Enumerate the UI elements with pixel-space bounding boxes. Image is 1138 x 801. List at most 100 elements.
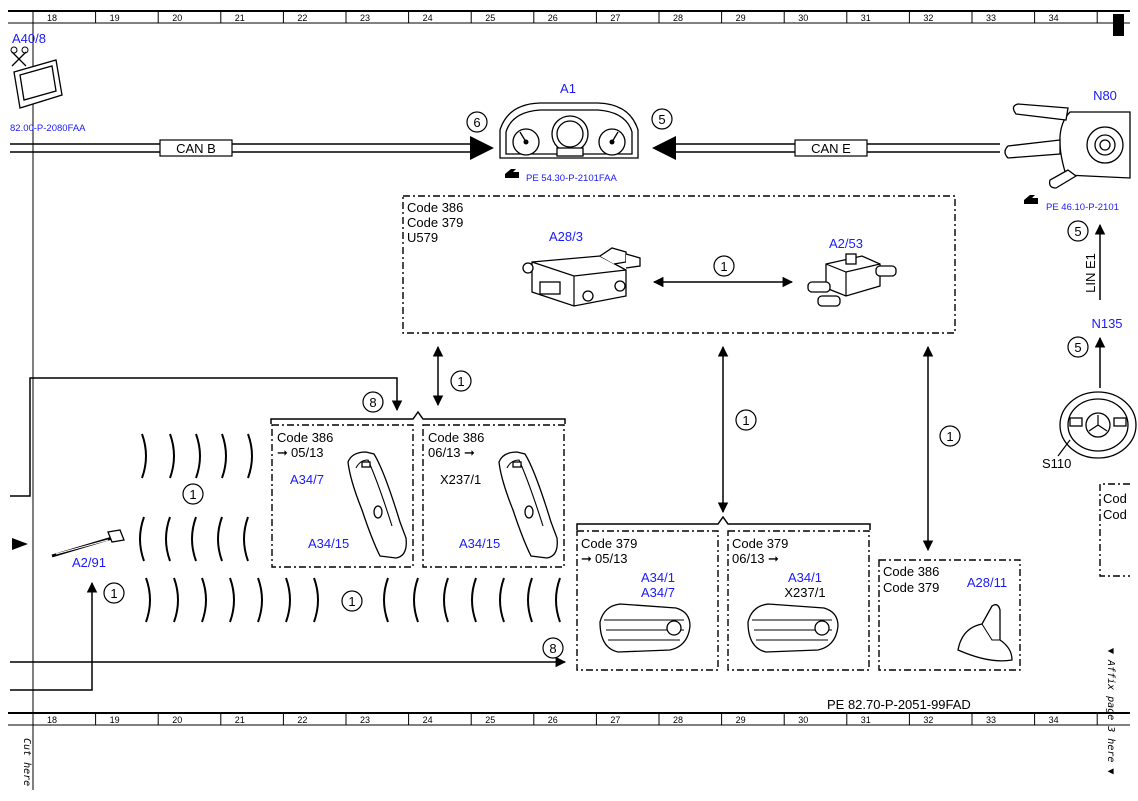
key-fob-icon <box>498 451 558 559</box>
svg-text:5: 5 <box>1074 224 1081 239</box>
svg-text:Code 386: Code 386 <box>883 564 939 579</box>
document-reference: PE 82.70-P-2051-99FAD <box>827 697 971 712</box>
radio-wave-arc <box>257 577 263 623</box>
bracket-386 <box>270 410 566 424</box>
ruler-number: 28 <box>673 13 683 23</box>
a28-3-a2-53-link: 1 <box>652 255 794 288</box>
marker-6: 6 <box>466 111 488 133</box>
group-code386-379-u579: Code 386 Code 379 U579 A28/3 A2/53 <box>402 195 956 334</box>
ruler-number: 33 <box>986 715 996 725</box>
s110-steering-wheel: S110 <box>1042 391 1137 471</box>
cut-here-label: Cut here <box>21 738 32 786</box>
ruler-number: 19 <box>110 715 120 725</box>
ruler-number: 29 <box>736 715 746 725</box>
lin-e1-connection: 5 LIN E1 <box>1067 220 1106 300</box>
svg-text:Cod: Cod <box>1103 491 1127 506</box>
arrow-glyph: ➞ <box>464 445 475 460</box>
radio-wave-arc <box>173 577 179 623</box>
ruler-number: 18 <box>47 13 57 23</box>
radio-wave-arc <box>527 577 533 623</box>
radio-wave-arc <box>217 516 223 562</box>
a1-instrument-cluster: A1 PE 54.30-P-2101FAA <box>499 81 639 184</box>
svg-text:A34/15: A34/15 <box>308 536 349 551</box>
radio-wave-arc <box>141 433 147 479</box>
smart-key-icon <box>747 603 839 653</box>
ruler-number: 25 <box>485 715 495 725</box>
left-arrow <box>12 538 28 550</box>
ruler-number: 24 <box>423 715 433 725</box>
svg-text:U579: U579 <box>407 230 438 245</box>
svg-text:Code 379: Code 379 <box>407 215 463 230</box>
ruler-number: 29 <box>736 13 746 23</box>
group-key-386-0613: Code 386 06/13 ➞ X237/1 A34/15 <box>422 424 565 568</box>
svg-text:Code 386: Code 386 <box>428 430 484 445</box>
radio-wave-arc <box>443 577 449 623</box>
group-key-379-0613: Code 379 06/13 ➞ A34/1 X237/1 <box>727 530 870 671</box>
ruler-number: 30 <box>798 13 808 23</box>
ruler-number: 26 <box>548 715 558 725</box>
group-cutoff-right: Cod Cod <box>1099 483 1130 577</box>
link-top-to-a34: 1 <box>432 345 472 407</box>
svg-text:1: 1 <box>189 487 196 502</box>
ruler-number: 18 <box>47 715 57 725</box>
a28-3-control-unit <box>522 247 641 307</box>
a40-8-label: A40/8 <box>12 31 46 46</box>
ruler-number: 19 <box>110 13 120 23</box>
signal-path-8-top: 8 <box>10 377 403 497</box>
arrow-glyph: ➞ <box>277 445 288 460</box>
svg-text:1: 1 <box>457 374 464 389</box>
radio-wave-arc <box>139 516 145 562</box>
signal-path-a2-91: 1 <box>10 581 125 691</box>
svg-text:05/13: 05/13 <box>595 551 628 566</box>
a40-8-ref: 82.00-P-2080FAA <box>10 123 86 134</box>
n80-steering-column-module: N80 PE 46.10-P-2101 <box>1004 88 1131 213</box>
ruler-number: 20 <box>172 13 182 23</box>
svg-text:X237/1: X237/1 <box>440 472 481 487</box>
a2-91-label: A2/91 <box>72 555 106 570</box>
svg-text:8: 8 <box>369 395 376 410</box>
link-top-to-key-packs: 1 <box>717 345 757 514</box>
svg-text:A34/15: A34/15 <box>459 536 500 551</box>
arrow-glyph: ➞ <box>768 551 779 566</box>
radio-wave-arc <box>499 577 505 623</box>
ruler-number: 27 <box>610 715 620 725</box>
a2-91-antenna: A2/91 <box>51 529 125 570</box>
svg-text:5: 5 <box>1074 340 1081 355</box>
radio-wave-arc <box>195 433 201 479</box>
marker-1-waves-b: 1 <box>341 590 363 612</box>
roof-antenna-icon <box>957 604 1013 662</box>
ruler-number: 20 <box>172 715 182 725</box>
svg-text:Code 379: Code 379 <box>883 580 939 595</box>
can-e-label: CAN E <box>811 141 851 156</box>
can-b-bus: CAN B <box>10 136 494 160</box>
n135-label: N135 <box>1091 316 1122 331</box>
a40-8-display: A40/8 82.00-P-2080FAA <box>10 31 86 134</box>
svg-text:Code 379: Code 379 <box>732 536 788 551</box>
radio-wave-arc <box>247 433 253 479</box>
radio-wave-arc <box>191 516 197 562</box>
svg-text:A34/1: A34/1 <box>641 570 675 585</box>
signal-path-8-bottom: 8 <box>10 637 567 668</box>
ruler-number: 30 <box>798 715 808 725</box>
marker-5-b: 5 <box>1067 336 1106 388</box>
radio-wave-arc <box>383 577 389 623</box>
ruler-number: 33 <box>986 13 996 23</box>
a2-53-component <box>807 253 897 307</box>
ruler-number: 23 <box>360 13 370 23</box>
can-e-bus: CAN E <box>652 136 1000 160</box>
ruler-number: 31 <box>861 715 871 725</box>
n80-label: N80 <box>1093 88 1117 103</box>
ruler-number: 25 <box>485 13 495 23</box>
ruler-number: 34 <box>1049 715 1059 725</box>
link-top-to-a28-11: 1 <box>922 345 961 552</box>
marker-5-a: 5 <box>651 108 673 130</box>
ruler-number: 21 <box>235 715 245 725</box>
svg-text:1: 1 <box>946 429 953 444</box>
ruler-number: 22 <box>297 715 307 725</box>
a28-11-label: A28/11 <box>967 575 1007 590</box>
svg-text:A34/7: A34/7 <box>641 585 675 600</box>
group-key-379-0513: Code 379 ➞ 05/13 A34/1 A34/7 <box>576 530 719 671</box>
svg-text:A34/7: A34/7 <box>290 472 324 487</box>
n80-ref: PE 46.10-P-2101 <box>1046 202 1119 213</box>
